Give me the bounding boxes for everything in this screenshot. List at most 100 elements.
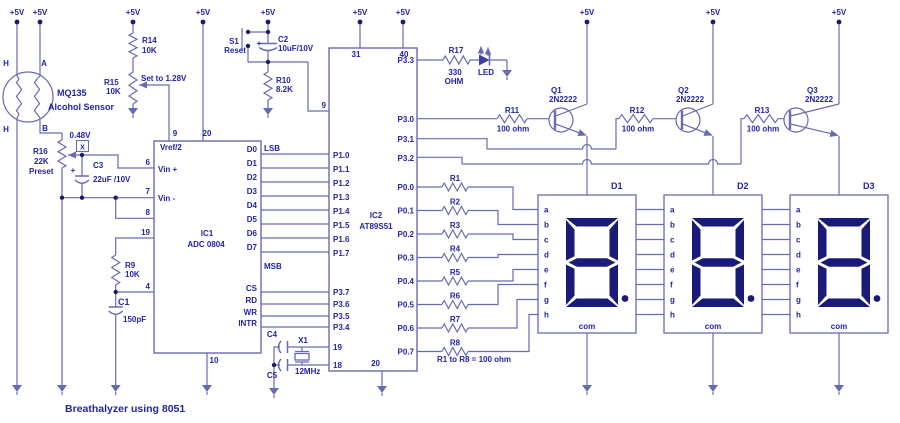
segment-glyph — [609, 220, 618, 261]
junction-dot — [710, 19, 716, 25]
ic2-p0-pin-label: P0.6 — [398, 324, 415, 333]
ic2-part: AT89S51 — [359, 222, 393, 231]
junction-dot — [245, 29, 251, 35]
ic1-data-pin-label: D2 — [247, 173, 258, 182]
test-point-mark: X — [80, 145, 85, 152]
segment-glyph — [861, 220, 870, 261]
segment-glyph — [818, 298, 870, 307]
test-point-box — [75, 139, 90, 153]
ic1-body — [153, 140, 262, 354]
ic1-data-pin-label: D4 — [247, 201, 258, 210]
display-pin-label: b — [670, 221, 675, 230]
r9-ref: R9 — [125, 261, 136, 270]
ground-icon — [269, 388, 279, 395]
ic2-p33-label: P3.3 — [398, 56, 415, 65]
ic2-p1-pin-label: P1.6 — [333, 235, 350, 244]
pot-wiper-arrow — [139, 81, 147, 89]
transistor-part: 2N2222 — [805, 95, 834, 104]
resistor-zigzag — [743, 113, 779, 124]
transistor-body — [783, 107, 809, 133]
ic1-data-pin-label: D5 — [247, 215, 258, 224]
junction-dot — [113, 195, 118, 200]
junction-dot — [113, 289, 118, 295]
resistor-zigzag — [441, 181, 469, 193]
junction-dot — [14, 19, 20, 25]
display-pin-label: a — [670, 206, 675, 215]
resistor-zigzag — [441, 299, 469, 310]
s1-label: Reset — [224, 46, 246, 55]
power-5v-label: +5V — [196, 8, 211, 17]
display-pin-label: e — [796, 266, 801, 275]
segment-glyph — [692, 264, 701, 305]
base-resistor-value: 100 ohm — [747, 125, 779, 134]
display-pin-label: h — [796, 311, 801, 320]
display-pin-label: f — [670, 281, 673, 290]
ground-icon — [57, 385, 67, 392]
r16-ref: R16 — [33, 147, 48, 156]
display-pin-label: a — [796, 206, 801, 215]
base-resistor-ref: R11 — [505, 106, 520, 115]
resistor-zigzag — [127, 71, 139, 105]
ic1-part: ADC 0804 — [187, 240, 225, 249]
transistor-ref: Q3 — [807, 86, 818, 95]
segment-glyph — [694, 258, 742, 267]
junction-dot — [245, 43, 251, 49]
ic2-p1-pin-label: P1.1 — [333, 165, 350, 174]
sensor-type: Alcohol Sensor — [48, 102, 115, 112]
sensor-pin-label: B — [42, 124, 48, 133]
ic2-p1-pin-label: P1.7 — [333, 249, 350, 258]
sensor-pin-label: A — [41, 59, 47, 68]
p0-wire — [468, 268, 538, 282]
x1-ref: X1 — [298, 336, 308, 345]
segment-glyph — [861, 264, 870, 305]
ic2-p3-pin-label: P3.5 — [333, 312, 350, 321]
display-pin-label: c — [796, 236, 801, 245]
s1-ref: S1 — [229, 37, 239, 46]
power-5v-label: +5V — [10, 8, 25, 17]
schematic-title: Breathalyzer using 8051 — [65, 403, 185, 415]
ic2-pin40-num: 40 — [400, 50, 409, 59]
resistor-zigzag — [618, 113, 654, 124]
msb-label: MSB — [264, 262, 282, 271]
display-pin-label: h — [670, 311, 675, 320]
resistor-zigzag — [441, 228, 469, 240]
base-resistor-value: 100 ohm — [622, 125, 654, 134]
segment-glyph — [692, 218, 744, 227]
ic2-p32-label: P3.2 — [398, 154, 415, 163]
ic1-data-pin-label: D6 — [247, 229, 258, 238]
ic2-p0-pin-label: P0.5 — [398, 301, 415, 310]
resistor-zigzag — [441, 346, 469, 357]
p0-wire — [468, 233, 538, 241]
p0-wire — [468, 209, 538, 226]
capacitor-plates — [75, 42, 289, 371]
transistor-body — [675, 107, 701, 133]
pot-wiper-arrow — [68, 151, 76, 159]
gas-sensor-symbol — [2, 71, 54, 123]
transistor-emitter — [682, 123, 713, 136]
resistor-zigzag — [441, 322, 469, 334]
ic1-ctrl-pin-label: INTR — [238, 319, 257, 328]
power-5v-label: +5V — [832, 8, 847, 17]
r17-value: 330 — [448, 68, 462, 77]
sensor-pin-label: H — [3, 125, 9, 134]
r15-ref: R15 — [104, 78, 119, 87]
ic1-vref-label: Vref/2 — [160, 143, 182, 152]
segment-glyph — [566, 298, 618, 307]
ic2-p1-pin-label: P1.3 — [333, 193, 350, 202]
ic2-p1-pin-label: P1.5 — [333, 221, 350, 230]
segment-glyph — [818, 218, 870, 227]
ic1-data-pin-label: D3 — [247, 187, 258, 196]
segment-resistor-ref: R8 — [450, 339, 461, 348]
ic1-pin7-num: 7 — [146, 187, 151, 196]
display-ref: D1 — [611, 181, 623, 191]
r16-value: 22K — [34, 157, 49, 166]
c2-value: 10uF/10V — [278, 44, 314, 53]
junction-dot — [400, 19, 406, 25]
ic1-vin-minus: Vin - — [158, 194, 176, 203]
display-com-label: com — [579, 322, 595, 331]
ic2-pin18-num: 18 — [333, 361, 342, 370]
transistor-ref: Q2 — [678, 86, 689, 95]
ic2-p1-pin-label: P1.4 — [333, 207, 350, 216]
p0-wire — [468, 186, 538, 211]
ic1-pin10-num: 10 — [210, 356, 219, 365]
